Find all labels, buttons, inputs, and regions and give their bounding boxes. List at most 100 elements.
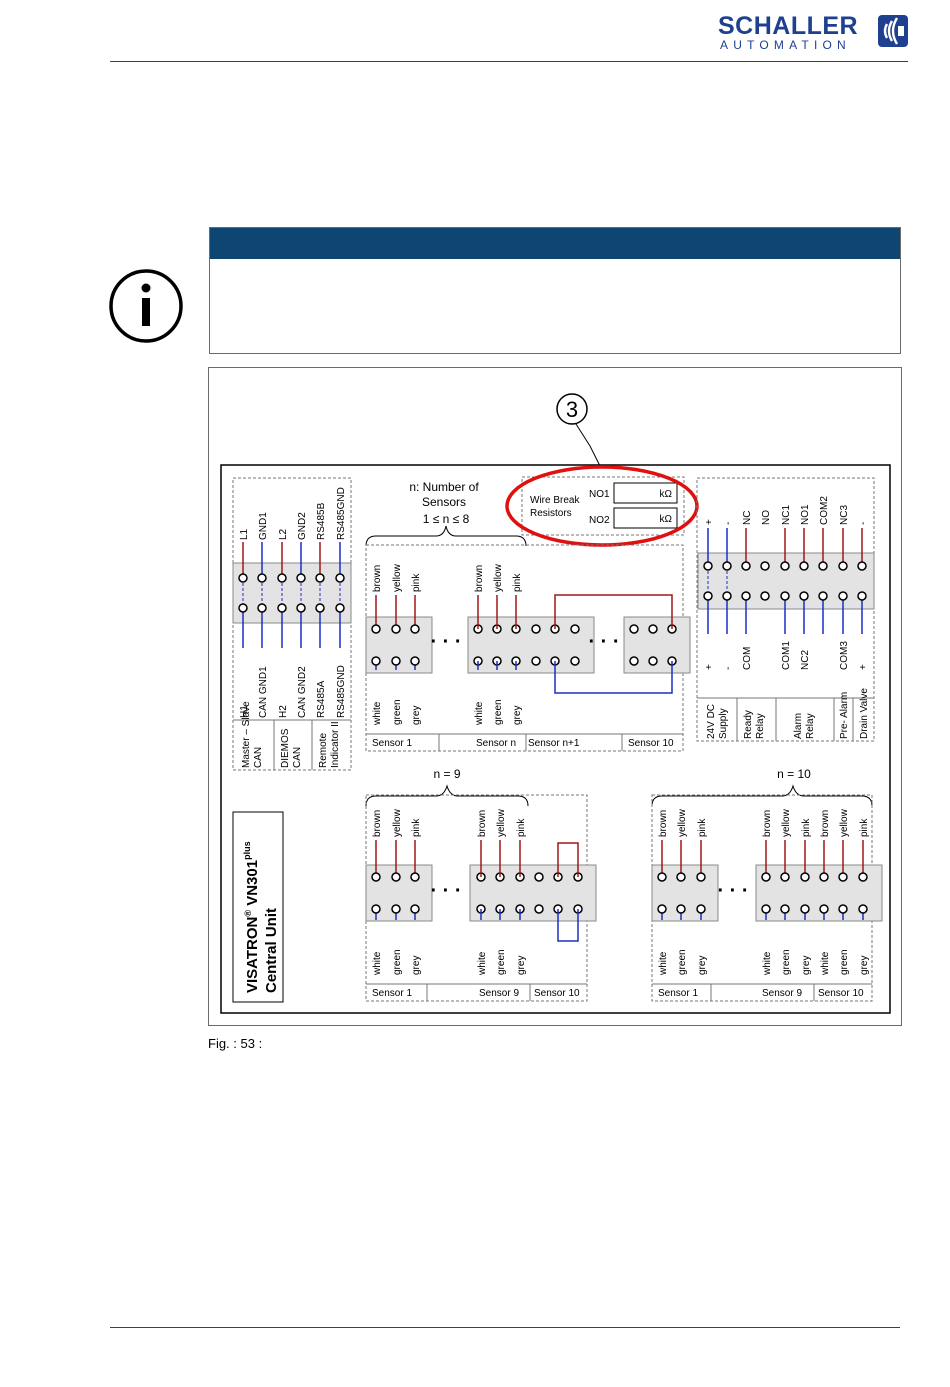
sensor-color-bottom: grey [516, 956, 527, 975]
sensor-name: Sensor 10 [534, 988, 580, 999]
terminal-screw [391, 904, 401, 914]
terminal-screw [838, 872, 848, 882]
no1-resistor-box [613, 482, 678, 504]
terminal-label-bottom: H2 [278, 705, 289, 718]
logo-wordmark: SCHALLER [718, 12, 859, 40]
terminal-screw [676, 872, 686, 882]
sensor-color-bottom: white [658, 951, 669, 976]
sensor-color-top: brown [477, 810, 488, 837]
terminal-screw [570, 624, 580, 634]
relay-label-bottom: COM [742, 647, 753, 670]
terminal-screw [760, 591, 770, 601]
relay-label-top: + [704, 519, 715, 525]
terminal-screw [238, 573, 248, 583]
sensor-color-bottom: green [392, 949, 403, 975]
callout-circle [556, 393, 588, 425]
wire-break-line1: Wire Break [530, 495, 580, 506]
sensor-color-top: yellow [493, 563, 504, 592]
sensor-color-bottom: grey [512, 706, 523, 725]
footer-divider [110, 1327, 900, 1328]
terminal-screw [857, 561, 867, 571]
terminal-label-top: GND2 [297, 512, 308, 540]
terminal-screw [818, 561, 828, 571]
sensor-color-bottom: green [781, 949, 792, 975]
terminal-screw [858, 904, 868, 914]
sensor-color-bottom: white [372, 951, 383, 976]
terminal-screw [335, 603, 345, 613]
ellipsis: · · · [588, 631, 619, 653]
relay-group-line2: Relay [805, 713, 816, 739]
sensor-name: Sensor 1 [658, 988, 698, 999]
terminal-screw [780, 904, 790, 914]
terminal-screw [818, 591, 828, 601]
sensor-color-top: brown [762, 810, 773, 837]
terminal-screw [819, 904, 829, 914]
brace-main [365, 525, 527, 547]
sensor-color-top: yellow [839, 808, 850, 837]
terminal-screw [696, 904, 706, 914]
highlight-ellipse [505, 465, 699, 547]
relay-label-bottom: NC2 [800, 650, 811, 670]
terminal-screw [296, 573, 306, 583]
terminal-screw [648, 624, 658, 634]
terminal-screw [296, 603, 306, 613]
no2-kohm: kΩ [660, 514, 673, 525]
sensor-color-top: pink [859, 818, 870, 837]
no2-label: NO2 [589, 515, 610, 526]
terminal-label-top: L1 [239, 528, 250, 540]
terminal-screw [531, 656, 541, 666]
ellipsis: · · · [430, 880, 461, 902]
terminal-label-bottom: CAN GND2 [297, 666, 308, 718]
sensor-name: Sensor 10 [818, 988, 864, 999]
sensor-color-top: yellow [677, 808, 688, 837]
terminal-screw [629, 624, 639, 634]
terminal-label-top: L2 [278, 528, 289, 540]
relay-label-top: NC [742, 511, 753, 525]
no1-label: NO1 [589, 489, 610, 500]
company-logo: SCHALLER AUTOMATION [716, 12, 911, 52]
terminal-screw [657, 872, 667, 882]
sensor-color-top: pink [516, 818, 527, 837]
notice-header-bar [210, 228, 900, 259]
sensor-color-top: brown [372, 810, 383, 837]
sensor-color-bottom: white [820, 951, 831, 976]
terminal-label-bottom: RS485A [316, 680, 327, 718]
relay-label-bottom: + [704, 664, 715, 670]
terminal-label-bottom: RS485GND [336, 665, 347, 718]
sensor-color-bottom: white [477, 951, 488, 976]
group-label-line1: DIEMOS [280, 728, 291, 768]
terminal-screw [800, 872, 810, 882]
bridge-wire-red [554, 594, 673, 629]
sensor-color-bottom: grey [697, 956, 708, 975]
relay-label-bottom: - [723, 667, 734, 670]
sensor-name: Sensor 1 [372, 988, 412, 999]
group-label-line2: Indicator II [330, 721, 341, 768]
terminal-screw [676, 904, 686, 914]
sensor-name: Sensor n [476, 738, 516, 749]
sensor-color-bottom: white [762, 951, 773, 976]
terminal-screw [391, 872, 401, 882]
sensor-name: Sensor n+1 [528, 738, 580, 749]
bridge-wire-red [557, 842, 579, 877]
terminal-screw [371, 872, 381, 882]
sensor-color-top: pink [697, 818, 708, 837]
relay-label-top: NC3 [839, 505, 850, 525]
terminal-screw [277, 603, 287, 613]
ellipsis: · · · [430, 631, 461, 653]
terminal-label-top: RS485GND [336, 487, 347, 540]
diagram-frame [220, 464, 891, 1014]
terminal-screw [838, 561, 848, 571]
relay-group-line1: Ready [743, 710, 754, 739]
terminal-screw [410, 656, 420, 666]
sensor-name: Sensor 9 [479, 988, 519, 999]
terminal-screw [799, 561, 809, 571]
relay-label-top: - [858, 522, 869, 525]
terminal-screw [857, 591, 867, 601]
n-range: 1 ≤ n ≤ 8 [423, 512, 470, 526]
callout-leader [575, 423, 601, 467]
relay-label-top: - [723, 522, 734, 525]
n-sensors-line1: n: Number of [409, 480, 479, 494]
terminal-screw [315, 603, 325, 613]
sensor-color-top: brown [474, 565, 485, 592]
terminal-screw [335, 573, 345, 583]
